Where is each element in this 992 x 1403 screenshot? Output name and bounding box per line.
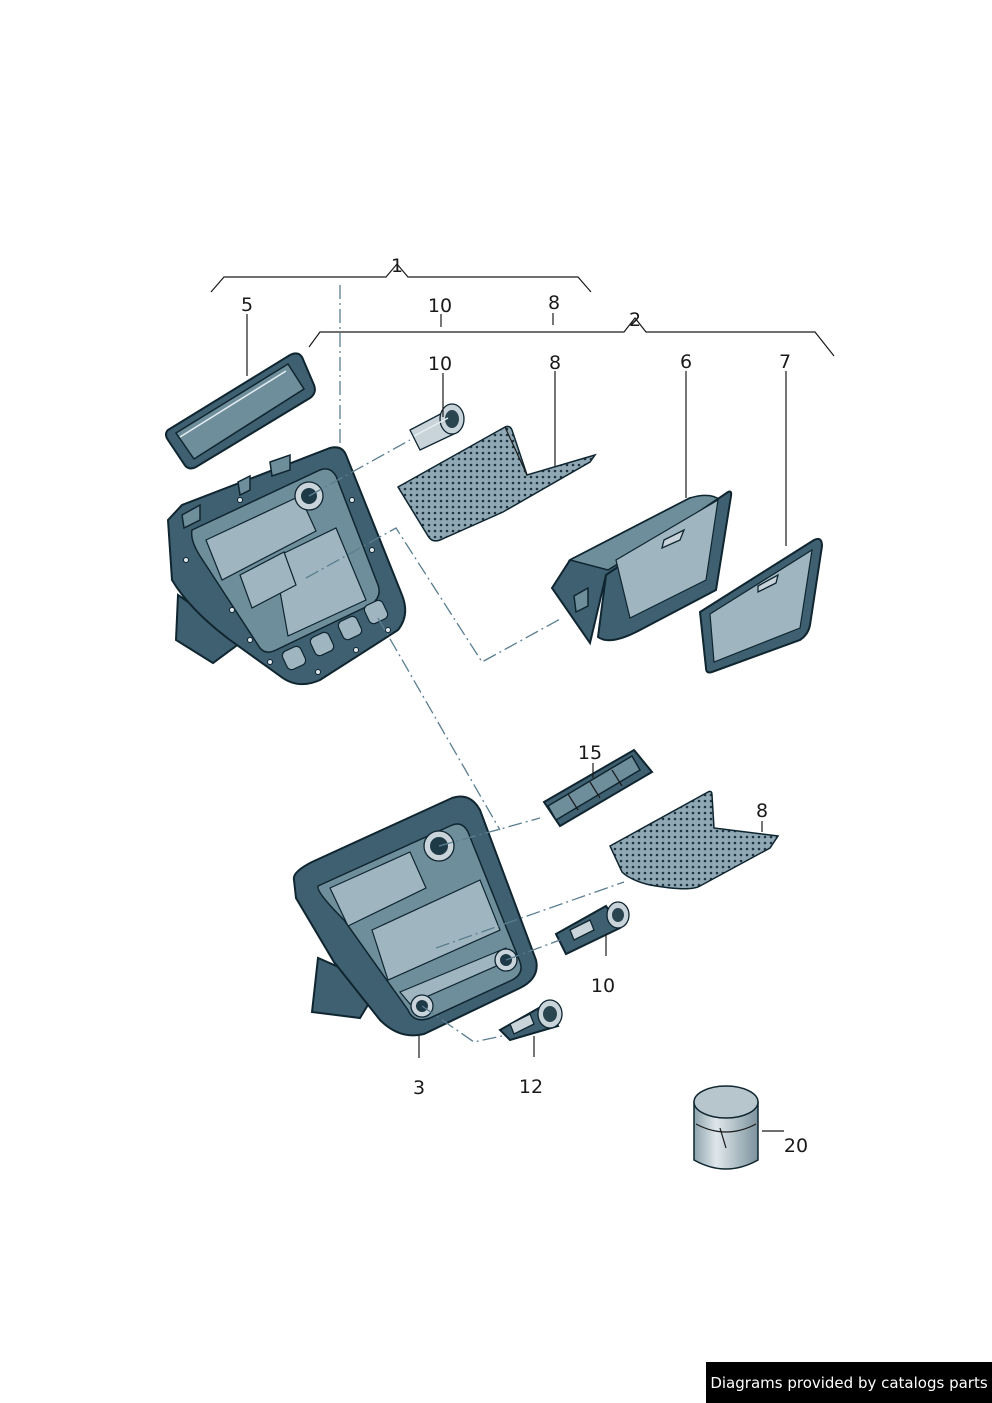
label-10-c: 10 xyxy=(591,975,615,997)
part-6-storage-tray xyxy=(550,490,733,646)
part-7-lid xyxy=(698,537,824,674)
label-10-a: 10 xyxy=(428,295,452,317)
label-12: 12 xyxy=(519,1076,543,1098)
label-10-b: 10 xyxy=(428,353,452,375)
part-12-socket xyxy=(498,999,563,1042)
part-3-lower-console xyxy=(292,795,538,1037)
part-15-switch-block xyxy=(542,748,654,828)
part-20-cup xyxy=(693,1085,759,1170)
assembly-dashed-lines xyxy=(305,439,625,1043)
label-1: 1 xyxy=(391,255,403,277)
part-8-mat-lower xyxy=(609,790,780,890)
label-15: 15 xyxy=(578,742,602,764)
part-8-mat-upper xyxy=(396,425,597,542)
label-6: 6 xyxy=(680,351,692,373)
part-labels: 1 5 10 8 2 10 8 6 7 15 8 10 3 12 20 xyxy=(241,255,808,1157)
label-5: 5 xyxy=(241,294,253,316)
label-8-a: 8 xyxy=(548,292,560,314)
credit-banner: Diagrams provided by catalogs parts xyxy=(706,1362,992,1403)
part-10-socket-upper xyxy=(409,403,465,451)
label-8-c: 8 xyxy=(756,800,768,822)
label-8-b: 8 xyxy=(549,352,561,374)
label-2: 2 xyxy=(629,309,641,331)
leader-lines xyxy=(246,313,787,1132)
label-7: 7 xyxy=(779,351,791,373)
brace-group-2 xyxy=(308,317,835,357)
part-5-cover-panel xyxy=(165,352,316,470)
part-10-socket-lower xyxy=(554,901,630,956)
label-20: 20 xyxy=(784,1135,808,1157)
brace-group-1 xyxy=(210,263,592,293)
part-1-upper-console xyxy=(166,446,407,686)
label-3: 3 xyxy=(413,1077,425,1099)
